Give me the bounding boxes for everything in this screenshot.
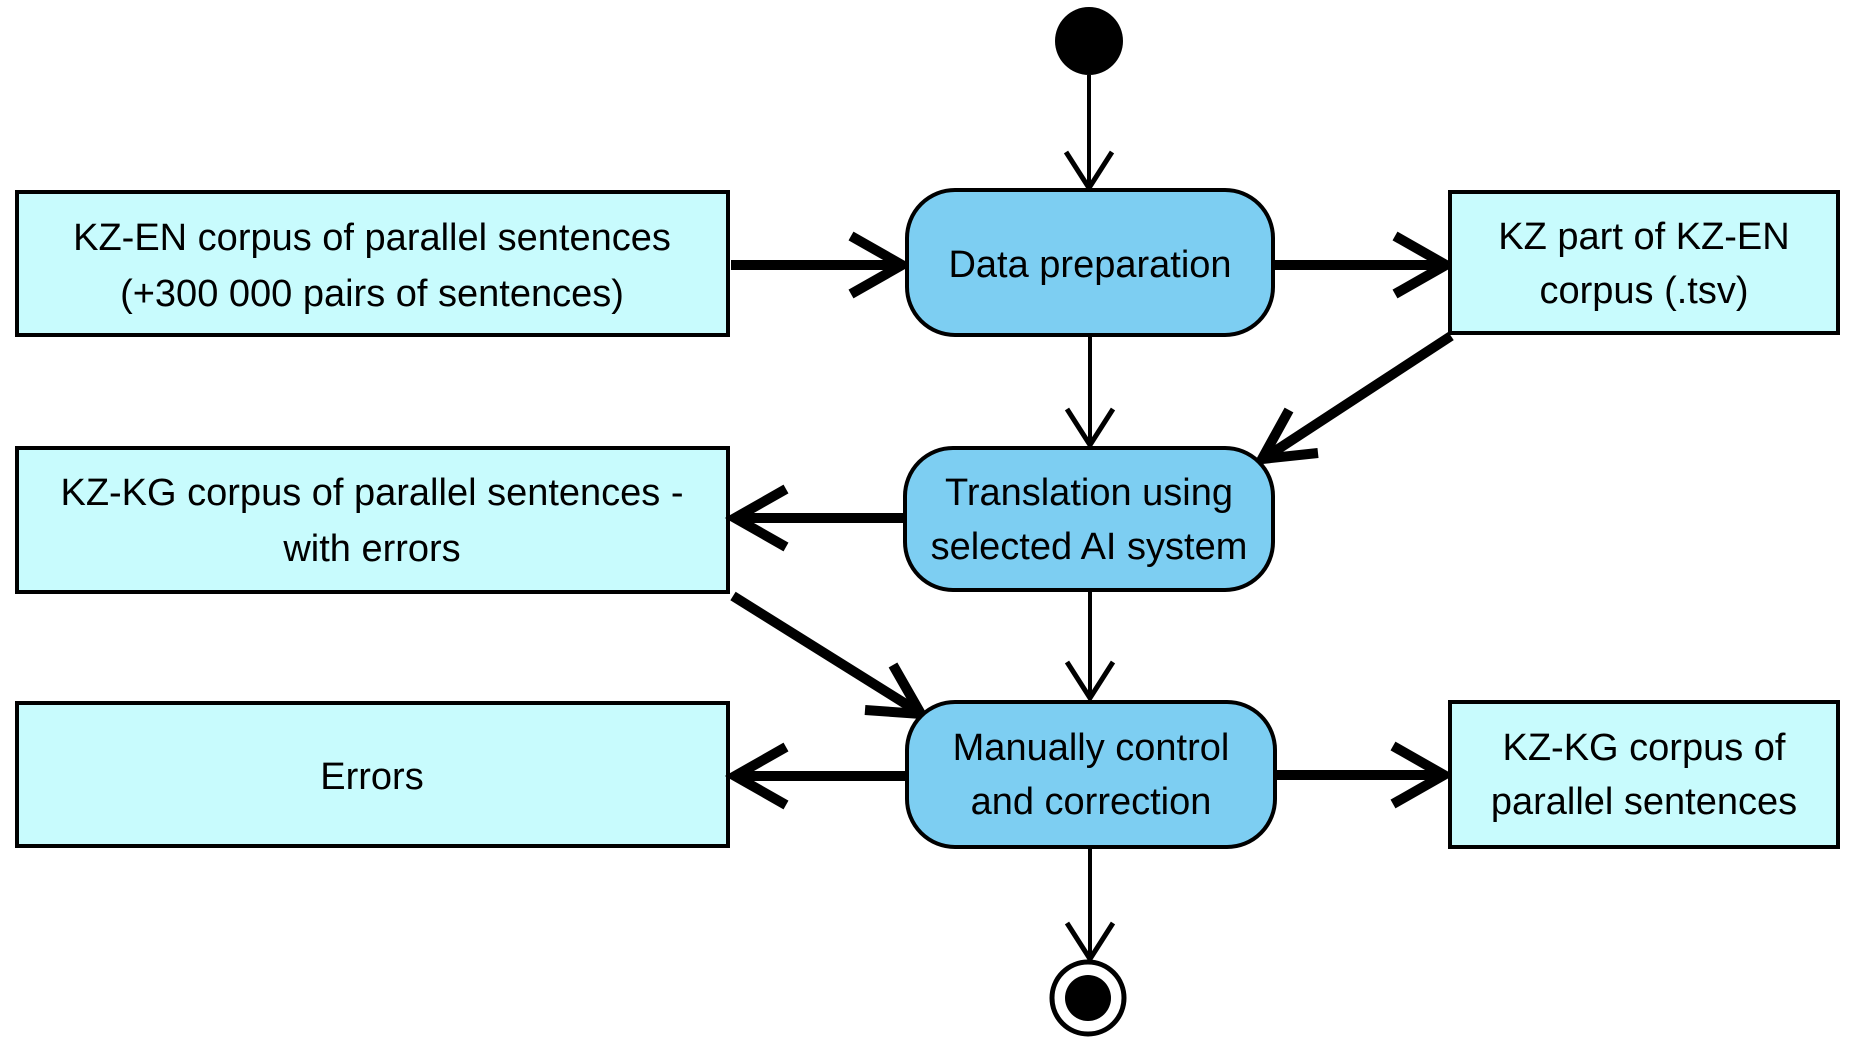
artifact-kz-part-label: corpus (.tsv) xyxy=(1539,270,1748,312)
action-manual-control: Manually control and correction xyxy=(905,700,1277,849)
artifact-kz-en-corpus-label: (+300 000 pairs of sentences) xyxy=(120,273,624,315)
artifact-kz-kg-corpus-shape xyxy=(1448,700,1840,849)
artifact-errors-shape xyxy=(15,701,730,848)
artifact-kz-part-shape xyxy=(1448,190,1840,335)
flow-data-preparation-to-kz-part xyxy=(1275,231,1457,299)
flow-manual-control-to-kz-kg-corpus xyxy=(1277,741,1455,809)
artifact-kz-en-corpus-shape xyxy=(15,190,730,337)
action-data-preparation-label: Data preparation xyxy=(948,244,1231,286)
flow-data-preparation-to-translation xyxy=(1064,337,1116,450)
artifact-kz-kg-with-errors-label: KZ-KG corpus of parallel sentences - xyxy=(60,472,683,514)
action-translation-label: Translation using xyxy=(945,472,1233,514)
flow-translation-to-kz-kg-with-errors xyxy=(724,484,905,552)
action-data-preparation-shape xyxy=(905,188,1275,337)
action-data-preparation: Data preparation xyxy=(905,188,1275,337)
artifact-kz-en-corpus: KZ-EN corpus of parallel sentences (+300… xyxy=(15,190,730,337)
artifact-kz-kg-with-errors-label: with errors xyxy=(282,528,460,570)
action-translation: Translation using selected AI system xyxy=(903,446,1275,592)
flow-manual-control-to-errors xyxy=(724,742,907,810)
action-manual-control-label: Manually control xyxy=(953,727,1230,769)
action-manual-control-shape xyxy=(905,700,1277,849)
final-node-inner-dot xyxy=(1065,975,1111,1021)
action-translation-label: selected AI system xyxy=(931,526,1248,568)
artifact-kz-kg-corpus-label: KZ-KG corpus of xyxy=(1503,727,1786,769)
action-translation-shape xyxy=(903,446,1275,592)
artifact-kz-kg-corpus: KZ-KG corpus of parallel sentences xyxy=(1448,700,1840,849)
flow-translation-to-manual-control xyxy=(1064,592,1116,703)
artifact-errors-label: Errors xyxy=(320,756,423,798)
artifact-kz-kg-with-errors: KZ-KG corpus of parallel sentences - wit… xyxy=(15,446,730,594)
action-manual-control-label: and correction xyxy=(971,781,1212,823)
artifact-kz-kg-with-errors-shape xyxy=(15,446,730,594)
final-node-icon xyxy=(1049,959,1127,1037)
artifact-kz-kg-corpus-label: parallel sentences xyxy=(1491,781,1797,823)
artifact-errors: Errors xyxy=(15,701,730,848)
artifact-kz-en-corpus-label: KZ-EN corpus of parallel sentences xyxy=(73,217,671,259)
flow-manual-control-to-end xyxy=(1064,849,1116,964)
artifact-kz-part: KZ part of KZ-EN corpus (.tsv) xyxy=(1448,190,1840,335)
flow-kz-en-corpus-to-data-preparation xyxy=(731,231,913,299)
artifact-kz-part-label: KZ part of KZ-EN xyxy=(1498,216,1789,258)
initial-node-icon xyxy=(1055,7,1123,75)
flow-kz-part-to-translation xyxy=(1252,331,1454,465)
